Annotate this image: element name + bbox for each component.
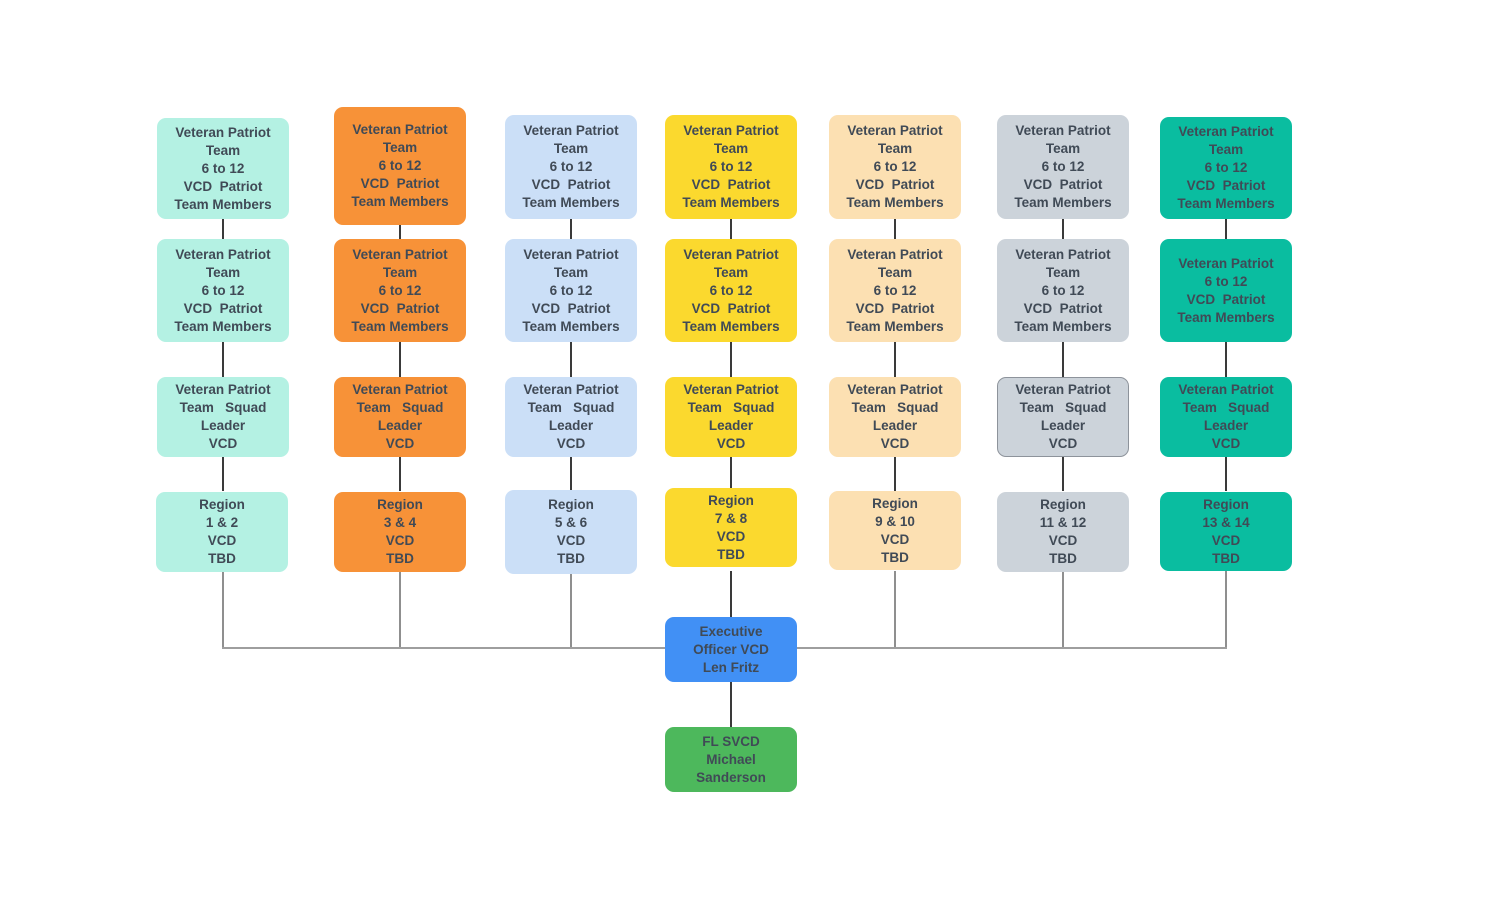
connector-line	[399, 342, 401, 377]
region-node[interactable]: Region 3 & 4 VCD TBD	[334, 492, 466, 572]
connector-line	[399, 225, 401, 239]
connector-bus-left	[222, 647, 665, 649]
squad-leader-node[interactable]: Veteran Patriot Team Squad Leader VCD	[334, 377, 466, 457]
connector-line	[570, 457, 572, 491]
team-members-node[interactable]: Veteran Patriot Team 6 to 12 VCD Patriot…	[505, 239, 637, 342]
connector-line	[730, 457, 732, 491]
connector-line	[570, 342, 572, 377]
executive-officer-node[interactable]: Executive Officer VCD Len Fritz	[665, 617, 797, 682]
connector-line	[399, 457, 401, 491]
connector-line	[1062, 342, 1064, 377]
team-members-node[interactable]: Veteran Patriot Team 6 to 12 VCD Patriot…	[334, 107, 466, 225]
state-svcd-node[interactable]: FL SVCD Michael Sanderson	[665, 727, 797, 792]
squad-leader-node[interactable]: Veteran Patriot Team Squad Leader VCD	[997, 377, 1129, 457]
region-node[interactable]: Region 13 & 14 VCD TBD	[1160, 492, 1292, 571]
team-members-node[interactable]: Veteran Patriot Team 6 to 12 VCD Patriot…	[829, 239, 961, 342]
connector-line	[1225, 457, 1227, 491]
connector-line	[570, 219, 572, 239]
connector-line	[1225, 571, 1227, 648]
connector-line	[222, 342, 224, 377]
squad-leader-node[interactable]: Veteran Patriot Team Squad Leader VCD	[1160, 377, 1292, 457]
team-members-node[interactable]: Veteran Patriot Team 6 to 12 VCD Patriot…	[157, 239, 289, 342]
connector-line	[1225, 342, 1227, 377]
connector-line	[1062, 457, 1064, 491]
connector-line	[894, 219, 896, 239]
team-members-node[interactable]: Veteran Patriot Team 6 to 12 VCD Patriot…	[334, 239, 466, 342]
connector-line	[730, 342, 732, 377]
squad-leader-node[interactable]: Veteran Patriot Team Squad Leader VCD	[665, 377, 797, 457]
connector-line	[894, 457, 896, 491]
team-members-node[interactable]: Veteran Patriot Team 6 to 12 VCD Patriot…	[829, 115, 961, 219]
squad-leader-node[interactable]: Veteran Patriot Team Squad Leader VCD	[829, 377, 961, 457]
team-members-node[interactable]: Veteran Patriot Team 6 to 12 VCD Patriot…	[157, 118, 289, 219]
connector-line	[730, 682, 732, 727]
connector-line	[222, 571, 224, 648]
team-members-node[interactable]: Veteran Patriot 6 to 12 VCD Patriot Team…	[1160, 239, 1292, 342]
connector-line	[570, 571, 572, 648]
connector-line	[730, 571, 732, 617]
region-node[interactable]: Region 1 & 2 VCD TBD	[156, 492, 288, 572]
team-members-node[interactable]: Veteran Patriot Team 6 to 12 VCD Patriot…	[1160, 117, 1292, 219]
team-members-node[interactable]: Veteran Patriot Team 6 to 12 VCD Patriot…	[997, 115, 1129, 219]
connector-line	[894, 571, 896, 648]
region-node[interactable]: Region 7 & 8 VCD TBD	[665, 488, 797, 567]
connector-bus-right	[797, 647, 1227, 649]
team-members-node[interactable]: Veteran Patriot Team 6 to 12 VCD Patriot…	[665, 115, 797, 219]
squad-leader-node[interactable]: Veteran Patriot Team Squad Leader VCD	[157, 377, 289, 457]
connector-line	[894, 342, 896, 377]
region-node[interactable]: Region 9 & 10 VCD TBD	[829, 491, 961, 570]
squad-leader-node[interactable]: Veteran Patriot Team Squad Leader VCD	[505, 377, 637, 457]
team-members-node[interactable]: Veteran Patriot Team 6 to 12 VCD Patriot…	[665, 239, 797, 342]
connector-line	[1225, 219, 1227, 239]
connector-line	[222, 457, 224, 491]
connector-line	[1062, 219, 1064, 239]
connector-line	[222, 219, 224, 239]
connector-line	[1062, 571, 1064, 648]
team-members-node[interactable]: Veteran Patriot Team 6 to 12 VCD Patriot…	[997, 239, 1129, 342]
connector-line	[399, 571, 401, 648]
team-members-node[interactable]: Veteran Patriot Team 6 to 12 VCD Patriot…	[505, 115, 637, 219]
region-node[interactable]: Region 5 & 6 VCD TBD	[505, 490, 637, 574]
connector-line	[730, 219, 732, 239]
region-node[interactable]: Region 11 & 12 VCD TBD	[997, 492, 1129, 572]
